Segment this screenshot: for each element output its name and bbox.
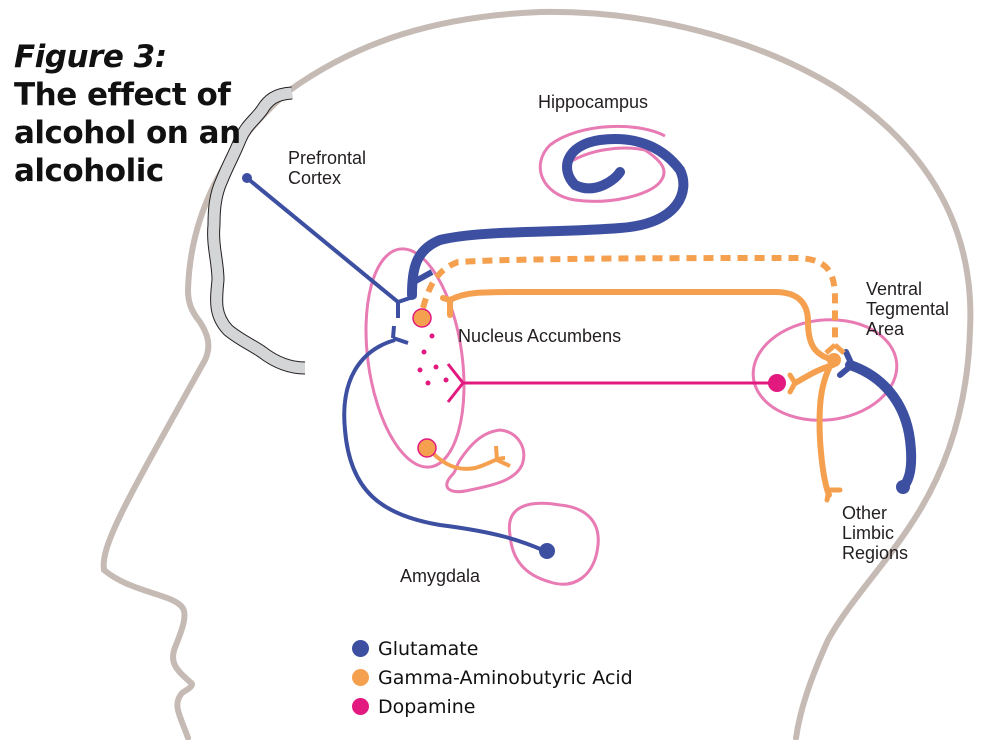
glutamate-amygdala-path: [342, 338, 546, 553]
label-line: Other: [842, 503, 888, 523]
figure-title: Figure 3: The effect of alcohol on an al…: [14, 38, 241, 190]
legend-label: Gamma-Aminobutyric Acid: [378, 666, 633, 689]
legend-label: Glutamate: [378, 637, 479, 660]
legend-item-gaba: Gamma-Aminobutyric Acid: [352, 663, 633, 692]
label-line: Prefrontal: [288, 148, 367, 168]
label-line: Nucleus Accumbens: [458, 326, 622, 346]
label-nucleus-accumbens: Nucleus Accumbens: [458, 326, 621, 346]
legend-label: Dopamine: [378, 695, 476, 718]
gaba-dot-icon: [352, 669, 369, 686]
glutamate-vta-path: [845, 360, 917, 492]
gaba-small-terminal: [417, 438, 437, 458]
glutamate-synapse-2: [412, 269, 434, 285]
glutamate-prefrontal-path: [245, 176, 400, 304]
label-line: Ventral: [866, 279, 923, 299]
glutamate-synapse-3: [391, 325, 409, 345]
gaba-nucleus-terminal: [412, 308, 432, 328]
gaba-vta-branch: [792, 362, 836, 386]
label-line: Cortex: [288, 168, 342, 188]
legend: Glutamate Gamma-Aminobutyric Acid Dopami…: [352, 634, 633, 721]
gaba-synapse-3: [824, 487, 843, 503]
dopamine-synapse: [446, 363, 465, 403]
label-hippocampus: Hippocampus: [538, 92, 648, 112]
dopamine-release-dots: [417, 333, 449, 386]
label-line: Regions: [842, 543, 909, 563]
title-line-3: alcoholic: [14, 153, 164, 189]
label-line: Hippocampus: [538, 92, 649, 112]
label-amygdala: Amygdala: [400, 566, 480, 586]
dopamine-vta-terminal: [768, 374, 786, 392]
gaba-synapse-1: [440, 295, 453, 318]
prefrontal-cortex-fill: [208, 87, 306, 374]
amygdala-outline: [507, 501, 600, 586]
glutamate-prefrontal-terminal: [242, 173, 252, 183]
nucleus-accumbens-outline: [364, 247, 466, 469]
glutamate-synapse-4: [837, 349, 855, 378]
legend-item-glutamate: Glutamate: [352, 634, 633, 663]
gaba-vta-node: [827, 353, 841, 367]
hippocampus-outline: [538, 124, 666, 203]
label-line: Amygdala: [400, 566, 481, 586]
gaba-synapse-2: [787, 372, 798, 395]
small-region-outline: [445, 428, 526, 494]
label-line: Limbic: [842, 523, 895, 543]
gaba-dashed-path: [420, 254, 838, 345]
gaba-synapse-4: [494, 445, 511, 468]
label-other-limbic-regions: Other Limbic Regions: [842, 503, 908, 563]
glutamate-vta-terminal: [896, 480, 910, 494]
title-line-1: The effect of: [14, 77, 231, 113]
title-line-2: alcohol on an: [14, 115, 241, 151]
vta-outline: [751, 318, 899, 422]
label-ventral-tegmental-area: Ventral Tegmental Area: [866, 279, 949, 339]
glutamate-dot-icon: [352, 640, 369, 657]
gaba-synapse-dashed: [824, 343, 846, 355]
label-prefrontal-cortex: Prefrontal Cortex: [288, 148, 366, 188]
glutamate-amygdala-terminal: [539, 543, 555, 559]
dopamine-dot-icon: [352, 698, 369, 715]
figure-label: Figure 3:: [14, 39, 167, 75]
label-line: Tegmental: [866, 299, 950, 319]
glutamate-hippocampus-path: [407, 134, 689, 300]
gaba-main-path: [447, 289, 838, 498]
legend-item-dopamine: Dopamine: [352, 692, 633, 721]
label-line: Area: [866, 319, 905, 339]
